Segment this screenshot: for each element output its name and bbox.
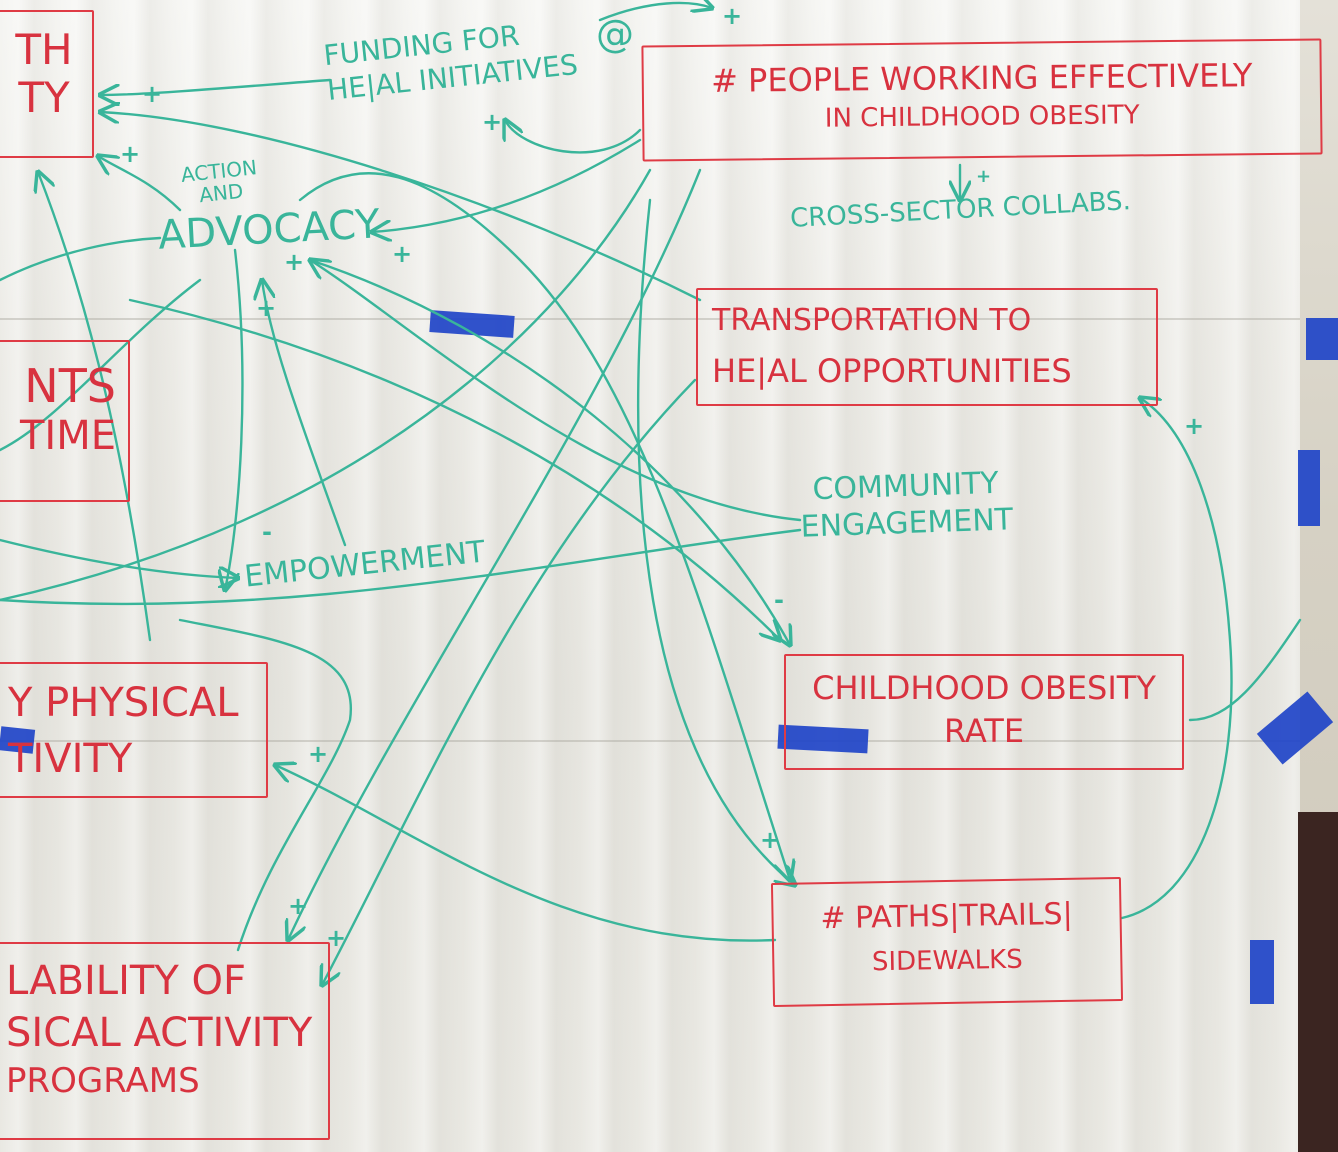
box-line: TIVITY (8, 736, 133, 782)
box-line: TH (15, 25, 73, 74)
polarity-plus: + (760, 826, 781, 854)
paper-seam (0, 318, 1300, 320)
arrow-availability-to-activity (178, 618, 353, 952)
arrow-community-to-advocacy (310, 260, 802, 522)
arrow-people-to-paths (637, 198, 795, 885)
box-paths-trails: # PATHS|TRAILS| SIDEWALKS (770, 876, 1124, 1008)
box-line: # PEOPLE WORKING EFFECTIVELY (710, 56, 1253, 100)
arrow-empowerment-to-advocacy (262, 280, 347, 547)
polarity-minus: - (774, 586, 784, 614)
polarity-minus: - (262, 518, 272, 546)
polarity-plus: + (392, 240, 413, 268)
arrow-empowerment-from-advocacy2 (0, 278, 202, 452)
box-parents-time: NTS TIME (0, 340, 130, 502)
box-line: HE|AL OPPORTUNITIES (712, 351, 1072, 390)
arrow-advocacy-to-health (98, 156, 182, 212)
arrow-paths-to-activity (275, 765, 777, 942)
arrow-funding-to-people (598, 3, 712, 22)
arrow-funding-to-health (100, 78, 332, 95)
arrow-left-to-empowerment (0, 538, 238, 578)
label-community-engagement: COMMUNITY ENGAGEMENT (799, 465, 1014, 545)
polarity-plus: + (326, 924, 347, 952)
polarity-plus: + (288, 892, 309, 920)
arrow-left-to-community (0, 528, 802, 606)
box-availability-programs: LABILITY OF SICAL ACTIVITY PROGRAMS (0, 942, 330, 1140)
box-health-equity: TH TY (0, 10, 94, 158)
box-line: # PATHS|TRAILS| (820, 896, 1073, 937)
arrow-parents-to-obesity (128, 298, 780, 640)
blue-tape (1250, 940, 1274, 1004)
arrow-transport-to-health (100, 112, 702, 302)
box-line: TY (18, 73, 70, 123)
polarity-plus: + (722, 2, 743, 30)
arrow-advocacy-to-empowerment (225, 248, 244, 590)
polarity-plus: + (284, 248, 305, 276)
arrow-people-to-empowerment (0, 168, 652, 602)
arrow-left-to-health (38, 172, 152, 642)
polarity-plus: + (976, 166, 992, 187)
box-line: SIDEWALKS (871, 944, 1023, 977)
box-people-working: # PEOPLE WORKING EFFECTIVELY IN CHILDHOO… (641, 38, 1323, 162)
arrow-people-loop-funding (505, 120, 642, 154)
box-line: CHILDHOOD OBESITY (812, 669, 1156, 707)
box-physical-activity: Y PHYSICAL TIVITY (0, 662, 268, 798)
arrow-paths-to-transport (1120, 398, 1233, 920)
blue-tape (1306, 318, 1338, 360)
polarity-plus: + (120, 140, 141, 168)
door-frame (1298, 812, 1338, 1152)
funding-marker: @ (596, 12, 634, 56)
box-line: TRANSPORTATION TO (712, 303, 1032, 338)
box-line: TIME (19, 412, 116, 459)
arrow-transport-to-availability (322, 378, 697, 985)
box-line: RATE (943, 711, 1025, 750)
polarity-plus: + (256, 294, 277, 322)
box-transportation: TRANSPORTATION TO HE|AL OPPORTUNITIES (696, 288, 1158, 406)
arrow-right-to-obesity (1188, 618, 1302, 722)
polarity-plus: + (308, 740, 329, 768)
polarity-plus: + (142, 80, 163, 108)
blue-tape (1298, 450, 1320, 526)
box-line: IN CHILDHOOD OBESITY (824, 100, 1140, 134)
box-line: SICAL ACTIVITY (6, 1010, 313, 1056)
polarity-plus: + (1184, 412, 1205, 440)
box-line: NTS (24, 359, 116, 413)
box-obesity-rate: CHILDHOOD OBESITY RATE (784, 654, 1184, 770)
polarity-plus: + (482, 108, 503, 136)
box-line: LABILITY OF (6, 958, 246, 1004)
label-line: ENGAGEMENT (800, 502, 1014, 545)
label-line: COMMUNITY (811, 465, 1000, 508)
box-line: PROGRAMS (6, 1061, 200, 1101)
box-line: Y PHYSICAL (8, 680, 239, 726)
arrow-people-to-advocacy (372, 138, 642, 232)
arrow-advocacy-loop (298, 172, 790, 880)
arrow-advocacy-to-obesity (308, 258, 790, 645)
arrow-people-to-availability (288, 168, 702, 940)
paper-seam (0, 740, 1300, 742)
label-action-and: ACTION AND (180, 155, 260, 208)
arrow-left-to-advocacy (0, 236, 162, 282)
